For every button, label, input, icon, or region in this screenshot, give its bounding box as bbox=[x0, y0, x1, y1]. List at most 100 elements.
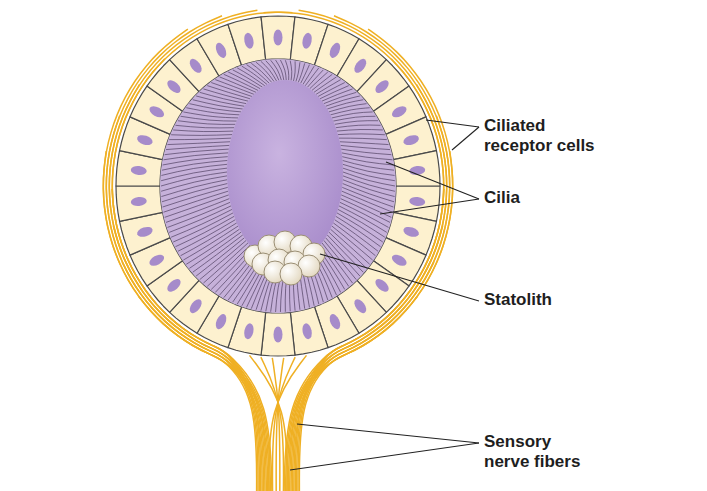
cilium bbox=[173, 130, 233, 132]
receptor-cell-ring bbox=[116, 16, 440, 356]
cilium bbox=[298, 63, 304, 82]
cilium bbox=[342, 153, 393, 160]
cilium bbox=[183, 226, 238, 260]
cilium bbox=[178, 220, 235, 252]
lumen bbox=[227, 80, 343, 264]
cilium bbox=[342, 157, 393, 165]
cilium bbox=[169, 138, 231, 139]
leader-line bbox=[380, 199, 479, 214]
leader-lines bbox=[290, 120, 479, 470]
leader-line bbox=[297, 424, 479, 443]
receptor-cell bbox=[261, 312, 295, 356]
cilium bbox=[203, 89, 248, 101]
statolith-cluster bbox=[244, 231, 325, 285]
leader-line bbox=[320, 254, 479, 301]
receptor-cell bbox=[261, 16, 295, 60]
cilium bbox=[224, 74, 258, 90]
receptor-cell bbox=[116, 186, 163, 221]
nucleus bbox=[165, 78, 183, 95]
nucleus bbox=[274, 30, 283, 46]
nucleus bbox=[274, 327, 283, 343]
cilium bbox=[183, 112, 238, 118]
nucleus bbox=[328, 313, 343, 331]
cilium bbox=[342, 191, 393, 212]
nucleus bbox=[301, 32, 313, 50]
cilium bbox=[314, 77, 337, 92]
cilium bbox=[332, 112, 373, 118]
cilium bbox=[162, 160, 228, 170]
nucleus bbox=[187, 297, 204, 315]
nucleus bbox=[187, 57, 204, 75]
cilium bbox=[266, 61, 279, 81]
cilium bbox=[162, 184, 228, 202]
cilium bbox=[280, 60, 286, 80]
leader-line bbox=[426, 120, 479, 127]
cilium bbox=[171, 134, 232, 136]
cilium bbox=[220, 77, 257, 92]
nerve-fiber bbox=[272, 358, 280, 491]
cilium bbox=[196, 96, 244, 106]
nucleus bbox=[148, 104, 166, 120]
cilium bbox=[193, 235, 243, 272]
cilium bbox=[171, 209, 232, 237]
cilium bbox=[207, 86, 250, 99]
cilium bbox=[181, 223, 237, 256]
part-label: Cilia bbox=[484, 188, 604, 208]
cilium bbox=[276, 60, 284, 80]
cilium bbox=[342, 187, 393, 207]
cilium bbox=[343, 164, 395, 175]
cilium bbox=[164, 191, 229, 212]
nerve-fiber bbox=[261, 357, 284, 491]
cilium bbox=[168, 202, 231, 227]
cilium bbox=[335, 121, 378, 125]
nucleus bbox=[130, 165, 147, 176]
cilium bbox=[251, 63, 271, 82]
cilium bbox=[161, 168, 227, 181]
nucleus bbox=[390, 252, 408, 268]
nucleus bbox=[214, 313, 229, 331]
nucleus bbox=[328, 41, 343, 59]
cilium bbox=[296, 62, 300, 81]
cilium bbox=[271, 60, 282, 80]
nucleus bbox=[402, 133, 420, 147]
cilium bbox=[310, 72, 328, 89]
nucleus bbox=[390, 104, 408, 120]
cilium bbox=[189, 232, 241, 268]
cilium bbox=[341, 149, 391, 155]
cilium bbox=[181, 116, 237, 121]
cilium bbox=[293, 61, 295, 81]
leader-line bbox=[290, 443, 479, 470]
cilium bbox=[233, 70, 263, 87]
cilium bbox=[312, 74, 332, 90]
nucleus bbox=[214, 41, 229, 59]
nucleus bbox=[136, 225, 154, 239]
part-label: Ciliated receptor cells bbox=[484, 116, 616, 157]
cilia-region bbox=[160, 59, 396, 313]
cilium bbox=[166, 199, 229, 223]
cilium bbox=[186, 229, 239, 264]
cilium bbox=[175, 125, 234, 128]
nucleus bbox=[373, 78, 391, 95]
cilium bbox=[318, 83, 345, 97]
leader-line bbox=[386, 162, 479, 199]
statolith-grain bbox=[280, 263, 302, 285]
nerve-fiber bbox=[250, 355, 288, 491]
nucleus bbox=[409, 196, 426, 207]
leader-line bbox=[452, 127, 479, 150]
cilium bbox=[339, 138, 387, 139]
cilium bbox=[161, 172, 227, 186]
nucleus bbox=[373, 277, 391, 294]
cilium bbox=[165, 149, 229, 155]
cilium bbox=[337, 129, 383, 131]
cilium bbox=[343, 180, 395, 197]
nucleus bbox=[148, 252, 166, 268]
cilium bbox=[163, 157, 228, 165]
cilium bbox=[343, 168, 395, 181]
nucleus bbox=[301, 322, 313, 340]
cilium bbox=[161, 164, 227, 175]
receptor-cell bbox=[290, 307, 328, 355]
cilium bbox=[163, 187, 228, 207]
cilium bbox=[168, 142, 231, 145]
